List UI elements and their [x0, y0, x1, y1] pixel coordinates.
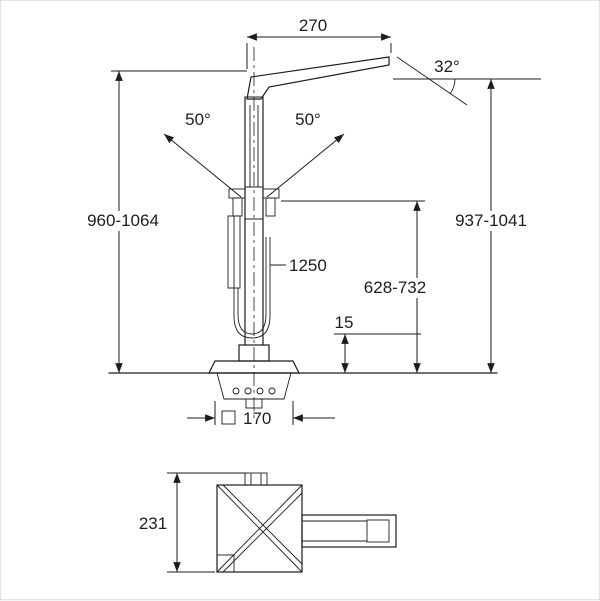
handle-plan-tab — [244, 472, 268, 486]
faucet-top-view: 231 — [139, 472, 397, 573]
dimension-base-depth: 231 — [139, 472, 247, 573]
dim-plate-height-label: 15 — [335, 313, 354, 332]
riser-column — [244, 96, 264, 346]
dim-base-depth-label: 231 — [139, 514, 167, 533]
dim-spout-top-height-label: 937-1041 — [455, 211, 527, 230]
dimension-spout-reach: 270 — [246, 16, 392, 69]
dim-hose-length-label: 1250 — [289, 256, 327, 275]
dim-spout-reach-label: 270 — [299, 16, 327, 35]
corner-notch — [216, 554, 235, 573]
dim-swing-left-label: 50° — [185, 110, 211, 129]
faucet-front-view: 270 32° 50° 50° 960-1064 937-1041 — [81, 16, 541, 428]
dimension-hose-length: 1250 — [270, 256, 327, 275]
dimension-outlet-height: 628-732 — [281, 200, 429, 373]
square-section-symbol — [221, 410, 236, 425]
dim-outlet-height-label: 628-732 — [364, 278, 426, 297]
dimension-spout-top-height: 937-1041 — [393, 78, 541, 373]
right-handle — [262, 188, 280, 217]
dim-base-size-label: 170 — [243, 409, 271, 428]
hand-shower — [227, 215, 241, 289]
spout-plan — [301, 514, 397, 548]
underfloor-mounting — [216, 372, 292, 409]
dimension-spout-angle: 32° — [396, 56, 468, 106]
spout — [246, 56, 390, 100]
dimension-overall-height: 960-1064 — [81, 70, 247, 373]
shower-hose — [233, 237, 271, 339]
dimension-base-size: 170 — [187, 401, 335, 428]
dim-overall-height-label: 960-1064 — [87, 211, 159, 230]
body-plan-square — [216, 484, 303, 573]
dim-spout-angle-label: 32° — [434, 57, 460, 76]
dimension-handle-swing: 50° 50° — [163, 110, 345, 198]
left-handle — [228, 188, 246, 217]
dimension-plate-height: 15 — [334, 313, 421, 373]
dim-swing-right-label: 50° — [295, 110, 321, 129]
